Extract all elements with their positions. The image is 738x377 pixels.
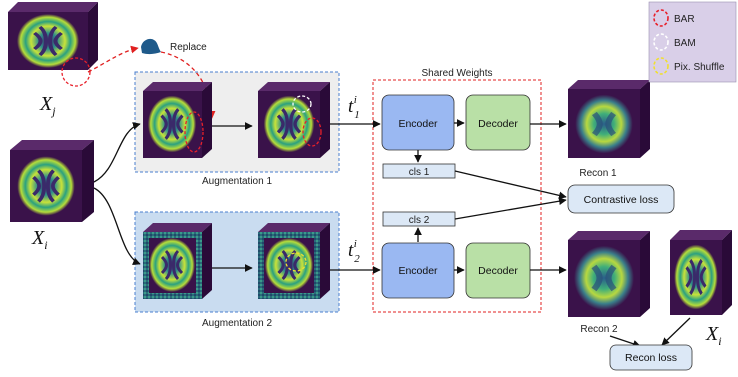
bam-region-aug1: [292, 95, 312, 113]
legend: BAR BAM Pix. Shuffle: [648, 1, 737, 83]
aug1-input-cube: [143, 82, 212, 158]
branch-arrow-top: [93, 122, 141, 183]
aug2-output-cube: [258, 223, 330, 299]
shared-weights-label: Shared Weights: [422, 68, 493, 79]
recon-loss-label: Recon loss: [625, 352, 677, 364]
xi-target-label: Xi: [705, 323, 722, 348]
xj-image-cube: [8, 2, 98, 87]
recon1-cube: [568, 80, 650, 158]
decoder-1-box: [465, 94, 531, 151]
recon-1-label: Recon 1: [579, 168, 617, 179]
cls-2-label: cls 2: [409, 215, 430, 226]
cls2-to-contrastive-arrow: [454, 197, 567, 220]
bar-region-xj: [61, 57, 91, 87]
recon2-cube: [568, 231, 650, 317]
legend-marker-0: [653, 9, 669, 27]
xi-image-cube: [10, 140, 94, 222]
recon-2-label: Recon 2: [580, 324, 618, 335]
aug1-output-cube: [258, 82, 330, 158]
decoder-2-label: Decoder: [478, 265, 518, 277]
legend-marker-1: [653, 33, 669, 51]
bar-region-aug1-out: [302, 117, 322, 147]
replace-arrow-in: [87, 45, 139, 73]
legend-label-2: Pix. Shuffle: [674, 62, 725, 73]
xj-label: Xj: [39, 93, 56, 118]
decoder-1-label: Decoder: [478, 118, 518, 130]
recon-loss-box: [609, 344, 693, 371]
legend-marker-2: [653, 57, 669, 75]
t1-label: t1i: [348, 94, 360, 121]
replace-patch-icon: [141, 38, 161, 55]
contrastive-loss-label: Contrastive loss: [584, 194, 659, 206]
bar-region-aug1: [184, 111, 204, 153]
legend-label-0: BAR: [674, 14, 695, 25]
cls1-to-contrastive-arrow: [454, 170, 567, 200]
xi-label: Xi: [31, 227, 48, 252]
augmentation-1-label: Augmentation 1: [202, 176, 272, 187]
t2-label: t2i: [348, 238, 360, 265]
encoder-2-label: Encoder: [398, 265, 438, 277]
cls-1-label: cls 1: [409, 167, 430, 178]
xi-to-loss-arrow: [661, 317, 691, 346]
pix-shuffle-region: [285, 252, 307, 272]
replace-label: Replace: [170, 42, 207, 53]
legend-label-1: BAM: [674, 38, 696, 49]
xi-target-cube: [670, 230, 732, 315]
branch-arrow-bottom: [93, 187, 141, 265]
augmentation-2-label: Augmentation 2: [202, 318, 272, 329]
recon2-to-loss-arrow: [609, 335, 641, 348]
encoder-1-label: Encoder: [398, 118, 438, 130]
contrastive-loss-box: [567, 184, 675, 214]
aug2-input-cube: [143, 223, 212, 299]
